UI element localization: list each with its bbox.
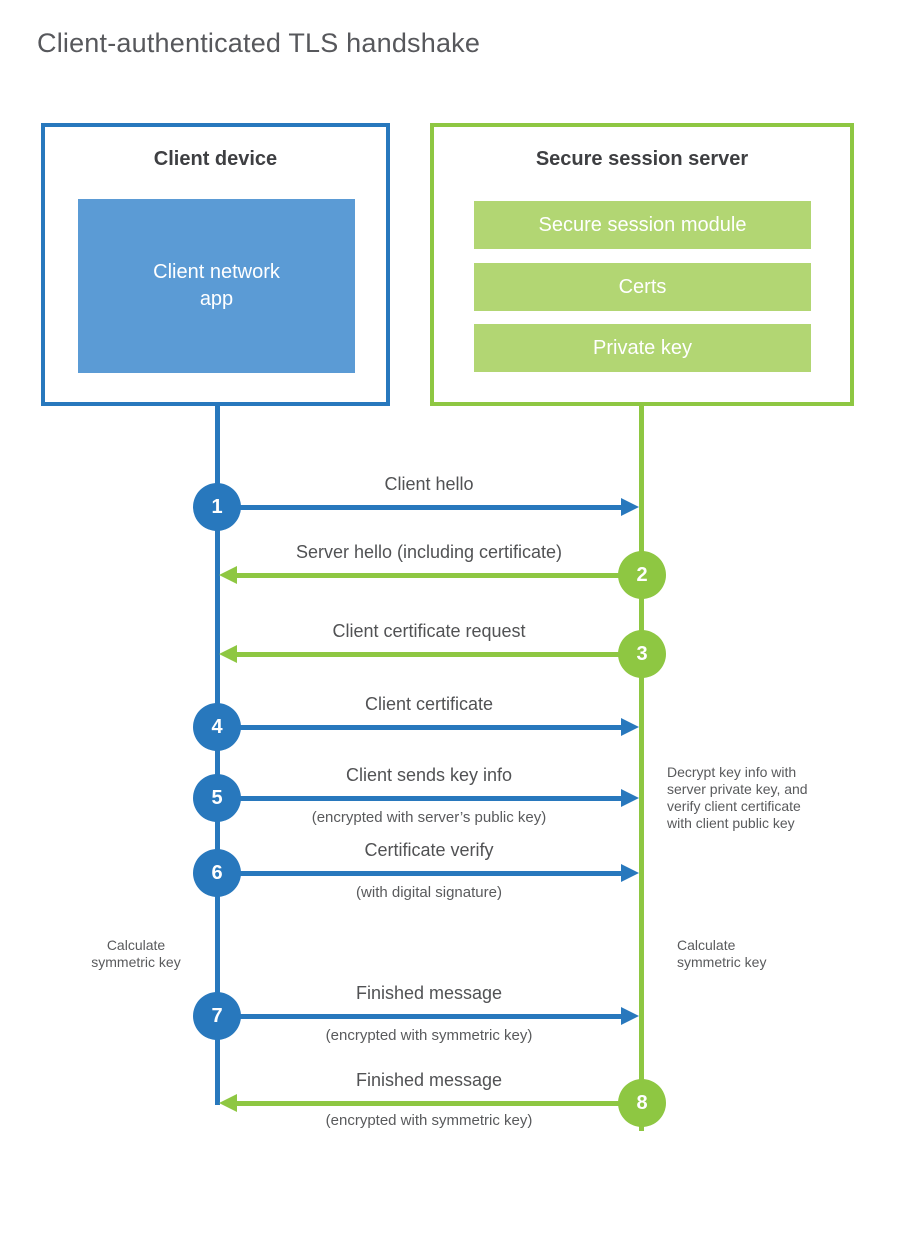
arrow-shaft-1 <box>217 505 621 510</box>
arrowhead-right-icon <box>621 1007 639 1025</box>
message-label-1: Client hello <box>384 474 474 494</box>
step-number: 3 <box>636 642 648 665</box>
step-circle-3: 3 <box>618 630 666 678</box>
arrow-shaft-3 <box>237 652 642 657</box>
message-label-2: Server hello (including certificate) <box>295 542 563 562</box>
message-sublabel-6: (with digital signature) <box>356 884 502 901</box>
client-lifeline <box>215 405 220 1105</box>
message-label-6: Certificate verify <box>364 840 494 860</box>
step-number: 5 <box>211 786 223 809</box>
step-number: 1 <box>211 495 223 518</box>
arrow-shaft-7 <box>217 1014 621 1019</box>
step-circle-4: 4 <box>193 703 241 751</box>
arrowhead-right-icon <box>621 864 639 882</box>
message-label-7: Finished message <box>355 983 503 1003</box>
client-device-title: Client device <box>153 148 278 170</box>
arrow-shaft-8 <box>237 1101 642 1106</box>
message-label-3: Client certificate request <box>332 621 526 641</box>
message-sublabel-7: (encrypted with symmetric key) <box>325 1027 533 1044</box>
step-circle-5: 5 <box>193 774 241 822</box>
arrow-shaft-4 <box>217 725 621 730</box>
step-number: 2 <box>636 563 648 586</box>
arrowhead-right-icon <box>621 498 639 516</box>
message-label-5: Client sends key info <box>345 765 513 785</box>
step-number: 7 <box>211 1004 223 1027</box>
step-number: 8 <box>636 1091 648 1114</box>
arrow-shaft-5 <box>217 796 621 801</box>
message-label-8: Finished message <box>355 1070 503 1090</box>
message-label-4: Client certificate <box>364 694 494 714</box>
arrowhead-left-icon <box>219 1094 237 1112</box>
calculate-symmetric-key-note-client: Calculate symmetric key <box>91 937 181 970</box>
arrowhead-left-icon <box>219 566 237 584</box>
arrow-shaft-6 <box>217 871 621 876</box>
arrow-shaft-2 <box>237 573 642 578</box>
client-network-app-block: Client network app <box>78 199 355 373</box>
decrypt-key-note: Decrypt key info with server private key… <box>667 764 808 831</box>
server-module-certs: Certs <box>474 263 811 311</box>
step-number: 4 <box>211 715 223 738</box>
arrowhead-right-icon <box>621 718 639 736</box>
step-number: 6 <box>211 861 223 884</box>
message-sublabel-5: (encrypted with server’s public key) <box>311 809 547 826</box>
arrowhead-left-icon <box>219 645 237 663</box>
step-circle-1: 1 <box>193 483 241 531</box>
step-circle-7: 7 <box>193 992 241 1040</box>
step-circle-8: 8 <box>618 1079 666 1127</box>
page-title: Client-authenticated TLS handshake <box>37 28 481 58</box>
arrowhead-right-icon <box>621 789 639 807</box>
step-circle-6: 6 <box>193 849 241 897</box>
message-sublabel-8: (encrypted with symmetric key) <box>325 1112 533 1129</box>
calculate-symmetric-key-note-server: Calculate symmetric key <box>677 937 767 970</box>
server-module-private-key: Private key <box>474 324 811 372</box>
server-module-secure-session: Secure session module <box>474 201 811 249</box>
server-lifeline <box>639 405 644 1131</box>
step-circle-2: 2 <box>618 551 666 599</box>
server-title: Secure session server <box>535 148 749 170</box>
